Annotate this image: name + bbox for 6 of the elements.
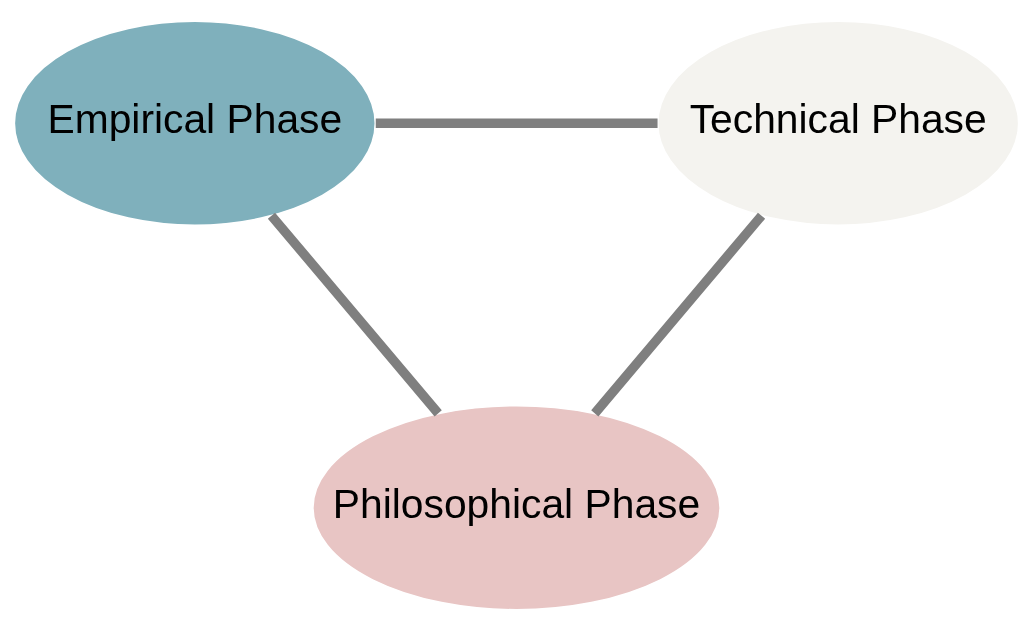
node-ellipse: Technical Phase [656,20,1020,227]
node-ellipse: Philosophical Phase [312,404,721,611]
node-ellipse: Empirical Phase [13,20,377,227]
connector [267,212,442,417]
connector [591,212,766,417]
connector [375,118,658,128]
